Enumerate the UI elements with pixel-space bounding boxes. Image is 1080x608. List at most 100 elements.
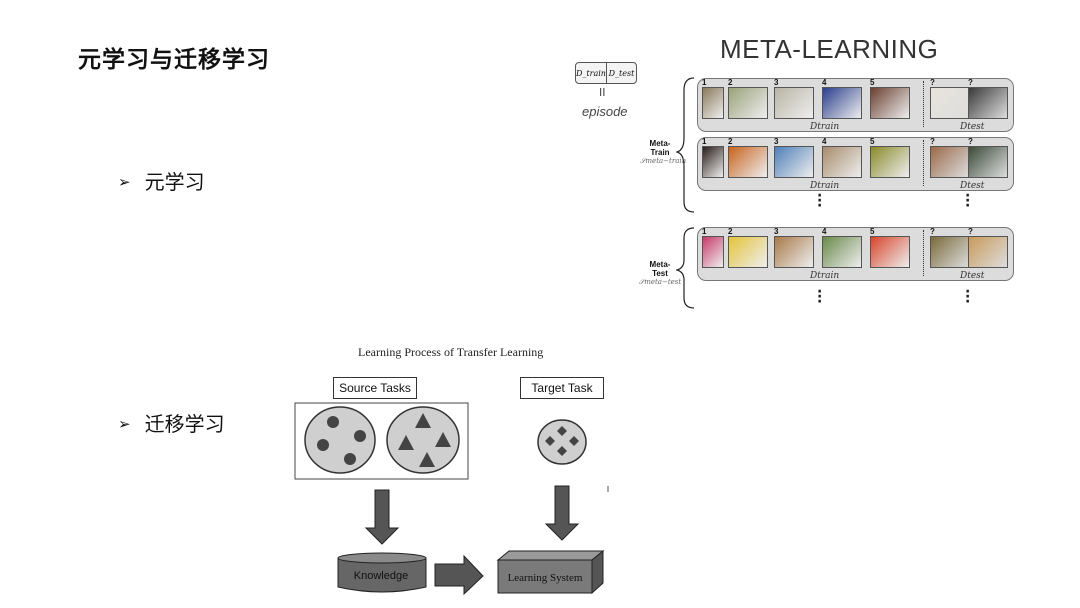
- train-image-thumbnail: [728, 146, 768, 178]
- train-image-thumbnail: [870, 87, 910, 119]
- train-number: 4: [822, 227, 827, 236]
- test-marker: ?: [930, 137, 935, 146]
- meta-train-label: Meta- Train 𝒮meta−train: [640, 139, 687, 166]
- train-image-thumbnail: [822, 87, 862, 119]
- train-image-thumbnail: [822, 146, 862, 178]
- bullet-arrow-icon: ➢: [118, 173, 131, 191]
- test-image-thumbnail: [930, 236, 970, 268]
- train-image-thumbnail: [702, 236, 724, 268]
- train-number: 4: [822, 78, 827, 87]
- episode-word: episode: [582, 104, 628, 119]
- dot-icon: [317, 439, 329, 451]
- test-image-thumbnail: [930, 146, 970, 178]
- train-image-thumbnail: [774, 87, 814, 119]
- more-train-dots: ···: [817, 188, 823, 214]
- down-arrow-icon: [544, 485, 580, 541]
- diamond-icon: [557, 426, 567, 436]
- triangle-icon: [419, 452, 435, 467]
- train-image-thumbnail: [702, 87, 724, 119]
- episode-dtrain: D_train: [576, 68, 606, 78]
- source-tasks-label: Source Tasks: [333, 377, 417, 399]
- knowledge-label: Knowledge: [353, 570, 409, 582]
- meta-train-line1: Meta-: [649, 139, 671, 148]
- train-number: 3: [774, 227, 779, 236]
- train-image-thumbnail: [870, 146, 910, 178]
- dot-icon: [344, 453, 356, 465]
- right-arrow-icon: [434, 554, 484, 596]
- test-image-thumbnail: [968, 236, 1008, 268]
- triangle-icon: [435, 432, 451, 447]
- dot-icon: [327, 416, 339, 428]
- source-task-circles: [304, 406, 376, 474]
- test-image-thumbnail: [930, 87, 970, 119]
- dtest-label: Dtest: [960, 122, 985, 132]
- train-image-thumbnail: [822, 236, 862, 268]
- test-image-thumbnail: [968, 87, 1008, 119]
- train-image-thumbnail: [728, 87, 768, 119]
- knowledge-cylinder: [337, 558, 427, 593]
- train-number: 2: [728, 137, 733, 146]
- bullet-text: 迁移学习: [144, 412, 225, 436]
- train-number: 1: [702, 78, 707, 87]
- train-number: 1: [702, 227, 707, 236]
- train-image-thumbnail: [702, 146, 724, 178]
- split-divider: [923, 81, 924, 127]
- meta-train-line2: Train: [650, 148, 670, 157]
- triangle-icon: [415, 413, 431, 428]
- dot-icon: [354, 430, 366, 442]
- split-divider: [923, 230, 924, 276]
- dtest-label: Dtest: [960, 271, 985, 281]
- slide-title: 元学习与迁移学习: [78, 47, 270, 73]
- meta-train-sub: 𝒮meta−train: [640, 157, 687, 165]
- transfer-diagram: [294, 402, 609, 596]
- more-train-dots-test: ···: [817, 284, 823, 310]
- learning-system-box: [497, 559, 593, 594]
- bullet-arrow-icon: ➢: [118, 415, 131, 433]
- episode-equals: II: [599, 86, 606, 99]
- meta-test-line1: Meta-: [649, 260, 671, 269]
- train-number: 5: [870, 137, 875, 146]
- learning-system-label: Learning System: [507, 572, 583, 584]
- triangle-icon: [398, 435, 414, 450]
- bullet-text: 元学习: [144, 170, 205, 194]
- meta-learning-title: META-LEARNING: [720, 34, 939, 64]
- meta-test-label: Meta- Test 𝒮meta−test: [638, 260, 682, 287]
- transfer-learning-title: Learning Process of Transfer Learning: [358, 345, 544, 359]
- meta-train-brace: [676, 77, 695, 213]
- test-marker: ?: [968, 78, 973, 87]
- meta-test-brace: [676, 227, 695, 309]
- diamond-icon: [569, 436, 579, 446]
- diamond-icon: [557, 446, 567, 456]
- episode-box: D_train D_test: [575, 62, 637, 84]
- episode-dtest: D_test: [605, 63, 636, 83]
- down-arrow-icon: [364, 489, 400, 545]
- train-number: 2: [728, 227, 733, 236]
- test-marker: ?: [930, 227, 935, 236]
- bullet-transfer-learning: ➢ 迁移学习: [118, 408, 225, 437]
- dtrain-label: Dtrain: [810, 271, 840, 281]
- source-task-triangles: [386, 406, 460, 474]
- knowledge-cylinder-top: [337, 552, 427, 564]
- bullet-meta-learning: ➢ 元学习: [118, 166, 205, 195]
- brace-graphics: [676, 77, 695, 309]
- system-box-top: [496, 550, 605, 561]
- train-image-thumbnail: [774, 236, 814, 268]
- train-image-thumbnail: [774, 146, 814, 178]
- meta-test-sub: 𝒮meta−test: [638, 278, 682, 286]
- diamond-icon: [545, 436, 555, 446]
- train-number: 3: [774, 137, 779, 146]
- target-task-circle: [537, 419, 587, 465]
- more-test-dots-test: ···: [965, 284, 971, 310]
- train-number: 3: [774, 78, 779, 87]
- test-marker: ?: [968, 137, 973, 146]
- test-marker: ?: [968, 227, 973, 236]
- test-marker: ?: [930, 78, 935, 87]
- dtest-label: Dtest: [960, 181, 985, 191]
- train-image-thumbnail: [870, 236, 910, 268]
- dtrain-label: Dtrain: [810, 122, 840, 132]
- test-image-thumbnail: [968, 146, 1008, 178]
- meta-test-line2: Test: [652, 269, 668, 278]
